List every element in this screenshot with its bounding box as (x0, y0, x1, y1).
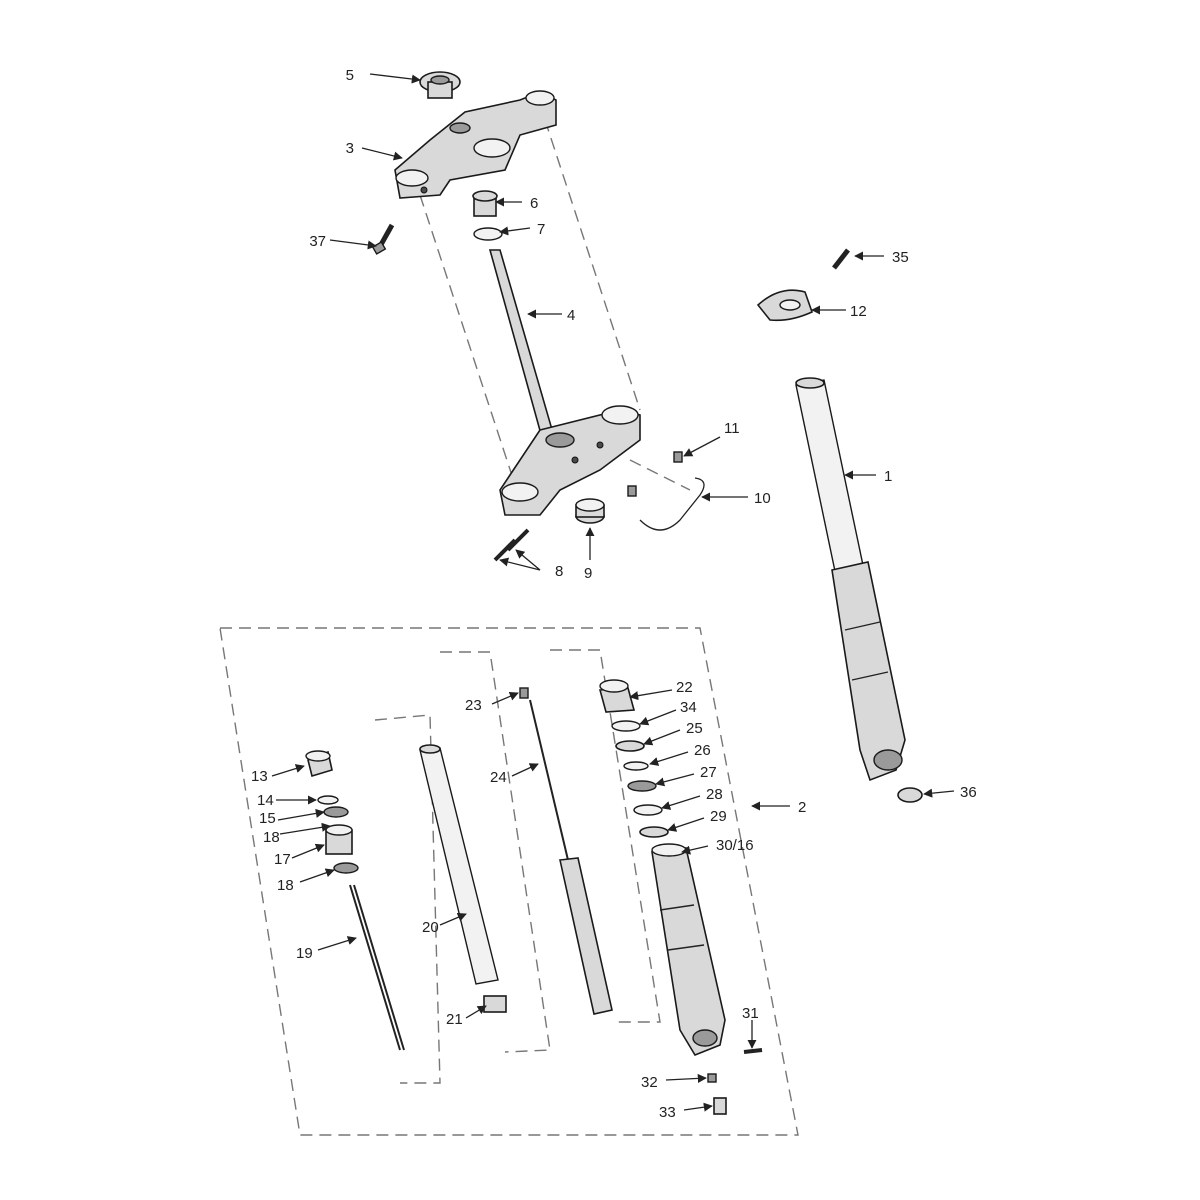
bottom-yoke-bolts-part (493, 528, 530, 562)
callout-6: 6 (530, 195, 538, 212)
cap-plug-part (575, 498, 605, 524)
callout-7: 7 (537, 221, 545, 238)
fork-spring-part (349, 884, 405, 1051)
callout-14: 14 (257, 792, 274, 809)
callout-26: 26 (694, 742, 711, 759)
clamp-bolt-part (832, 248, 850, 270)
washer-18-part (333, 862, 359, 874)
callout-8: 8 (555, 563, 563, 580)
callout-20: 20 (422, 919, 439, 936)
hose-guide-part (627, 451, 705, 531)
callout-23: 23 (465, 697, 482, 714)
callout-21: 21 (446, 1011, 463, 1028)
callout-5: 5 (346, 67, 354, 84)
pinch-bolt-part (371, 223, 395, 255)
callout-28: 28 (706, 786, 723, 803)
top-cap-part (305, 750, 333, 778)
axle-cap-part (897, 787, 923, 803)
callout-12: 12 (850, 303, 867, 320)
callout-19: 19 (296, 945, 313, 962)
callout-15: 15 (259, 810, 276, 827)
callout-29: 29 (710, 808, 727, 825)
bolt-32-part (707, 1073, 717, 1083)
washer-15-part (323, 806, 349, 818)
top-nut-part (419, 71, 461, 99)
bolt-33-part (713, 1097, 727, 1115)
callout-1: 1 (884, 468, 892, 485)
spacer-tube-part (419, 744, 499, 985)
callout-10: 10 (754, 490, 771, 507)
callout-2: 2 (798, 799, 806, 816)
seal-stack-part (598, 679, 669, 838)
callout-4: 4 (567, 307, 575, 324)
callout-22: 22 (676, 679, 693, 696)
callout-32: 32 (641, 1074, 658, 1091)
stem-washer-part (473, 227, 503, 241)
callout-31: 31 (742, 1005, 759, 1022)
callout-17: 17 (274, 851, 291, 868)
callout-34: 34 (680, 699, 697, 716)
callout-3: 3 (346, 140, 354, 157)
callout-11: 11 (724, 420, 740, 437)
callout-25: 25 (686, 720, 703, 737)
bolt-31-part (743, 1048, 763, 1054)
fork-internals-dash-box (219, 627, 799, 1136)
handlebar-clamp-part (756, 289, 813, 322)
steering-stem-part (488, 249, 641, 516)
callout-37: 37 (309, 233, 326, 250)
washer-14-part (317, 795, 339, 805)
callout-24: 24 (490, 769, 507, 786)
fork-leg-assembly-part (795, 377, 906, 782)
spacer-17-part (325, 824, 353, 855)
upper-assembly-dash-lines (419, 119, 691, 501)
bush-part (483, 995, 507, 1013)
lower-leg-part (651, 843, 726, 1056)
callout-labels: 5 3 37 6 7 4 8 9 10 11 35 12 1 36 2 13 1… (251, 67, 977, 1121)
leader-lines (271, 73, 955, 1112)
callout-36: 36 (960, 784, 977, 801)
callout-27: 27 (700, 764, 717, 781)
top-yoke-part (394, 90, 557, 199)
callout-18-top: 18 (263, 829, 280, 846)
damper-rod-part (519, 687, 613, 1015)
callout-18-bottom: 18 (277, 877, 294, 894)
callout-9: 9 (584, 565, 592, 582)
stem-nut-part (472, 190, 498, 217)
callout-30-16: 30/16 (716, 837, 754, 854)
callout-33: 33 (659, 1104, 676, 1121)
callout-35: 35 (892, 249, 909, 266)
callout-13: 13 (251, 768, 268, 785)
